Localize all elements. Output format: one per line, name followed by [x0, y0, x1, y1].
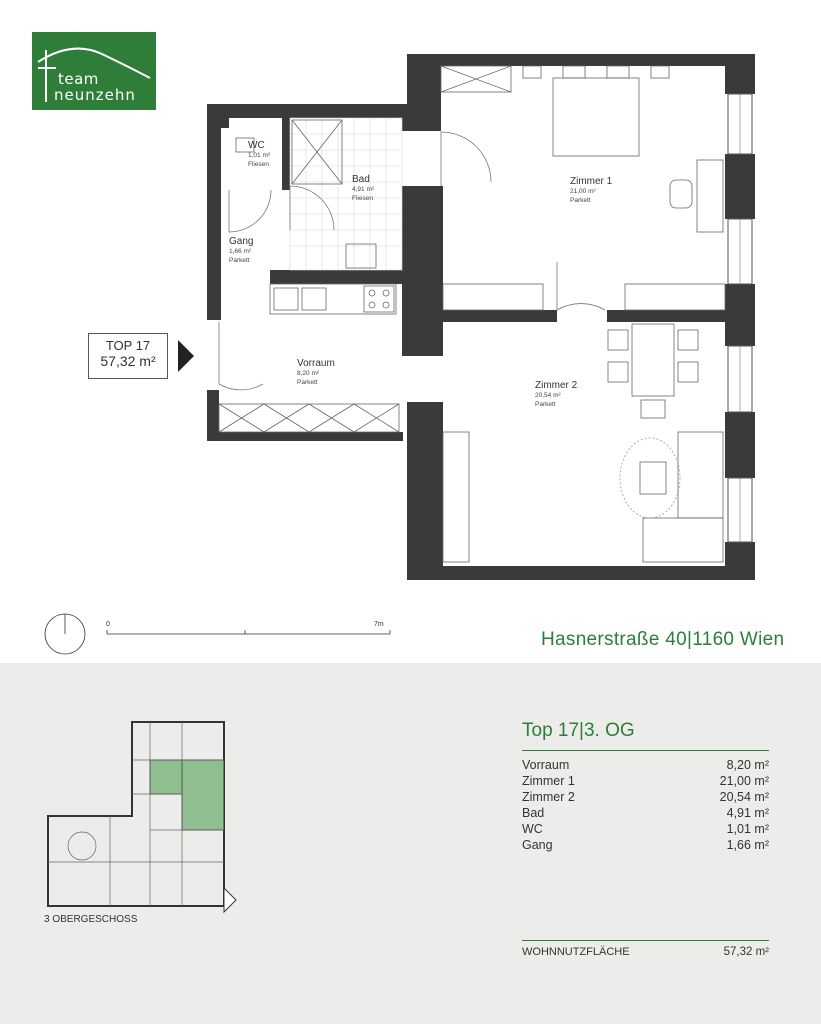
wardrobe-z1-left — [442, 283, 544, 311]
wardrobe-z1-right — [624, 283, 726, 311]
scale-start-label: 0 — [106, 621, 110, 628]
unit-area: 57,32 m² — [100, 353, 156, 369]
room-wc-label: WC 1,01 m² Fliesen — [248, 140, 271, 168]
dresser — [440, 65, 512, 93]
room-zimmer1-label: Zimmer 1 21,00 m² Parkett — [570, 176, 613, 204]
kitchen-counter — [269, 283, 397, 315]
scale-end-label: 7m — [374, 621, 384, 628]
room-bad-label: Bad 4,91 m² Fliesen — [352, 174, 375, 202]
rug — [619, 437, 681, 519]
scale-bar — [44, 613, 391, 655]
room-zimmer2-label: Zimmer 2 20,54 m² Parkett — [535, 380, 578, 408]
logo-text-neunzehn: neunzehn — [54, 86, 136, 104]
desk — [696, 159, 724, 233]
summary-rule-top — [522, 750, 769, 751]
sofa-upper — [677, 431, 724, 519]
toilet — [235, 137, 255, 153]
summary-title: Top 17|3. OG — [522, 720, 635, 741]
logo-roof-icon — [37, 47, 151, 102]
room-gang-label: Gang 1,66 m² Parkett — [229, 236, 254, 264]
unit-badge: TOP 17 57,32 m² — [88, 333, 168, 379]
brand-logo — [32, 32, 156, 110]
floor-plan — [44, 54, 755, 655]
dining-table — [631, 323, 675, 397]
tv-sideboard — [442, 431, 470, 563]
entrance-arrow-icon — [178, 340, 194, 372]
address: Hasnerstraße 40|1160 Wien — [541, 629, 785, 650]
total-value: 57,32 m² — [723, 946, 769, 958]
summary-rule-bottom — [522, 940, 769, 941]
summary-panel — [0, 663, 821, 1024]
shower-tray — [291, 119, 343, 185]
bed — [552, 77, 640, 157]
total-label: WOHNNUTZFLÄCHE — [522, 946, 630, 958]
sofa-lower — [642, 517, 724, 563]
vorraum-wardrobe — [218, 403, 400, 433]
unit-name: TOP 17 — [105, 338, 151, 353]
floor-overview — [47, 721, 237, 914]
washbasin — [345, 243, 377, 269]
room-vorraum-label: Vorraum 8,20 m² Parkett — [297, 358, 335, 386]
floor-overview-label: 3 OBERGESCHOSS — [44, 914, 138, 925]
logo-text-team: team — [58, 70, 99, 88]
